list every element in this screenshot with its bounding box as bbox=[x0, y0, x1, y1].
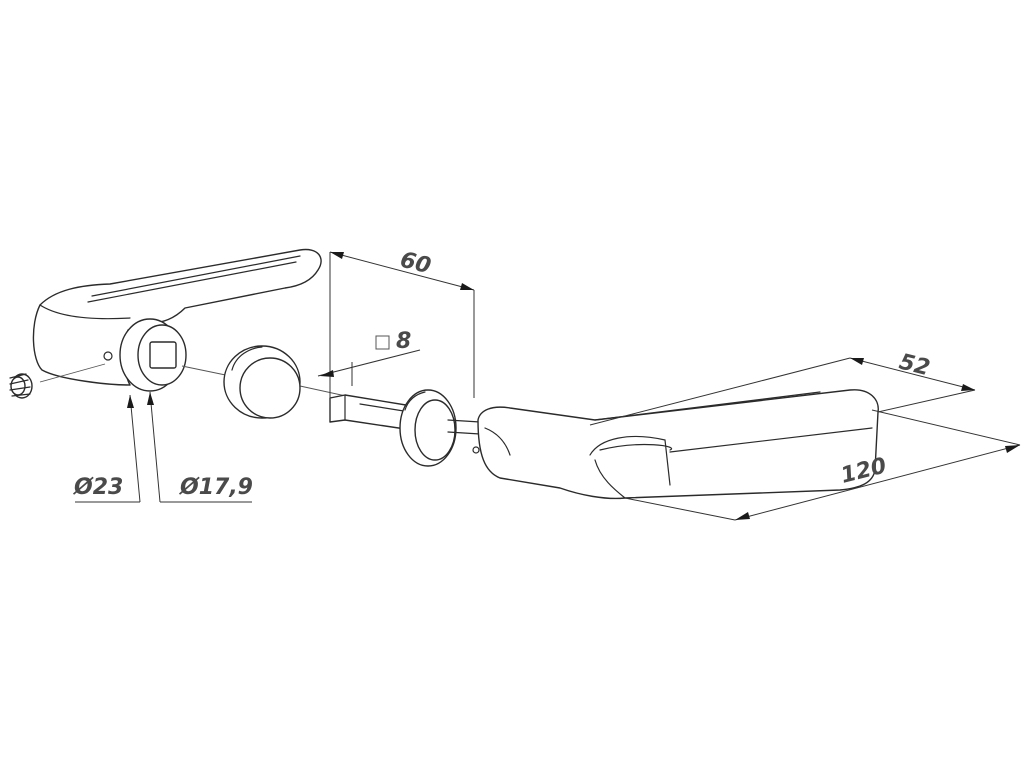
dimension-60 bbox=[329, 251, 475, 420]
left-rose-collar bbox=[223, 345, 301, 419]
dimension-label-52: 52 bbox=[897, 350, 933, 382]
dimension-diameter-17-9 bbox=[147, 391, 252, 503]
dimension-square-8 bbox=[317, 335, 421, 386]
dimension-label-8: 8 bbox=[396, 329, 411, 354]
right-lever-handle bbox=[472, 389, 879, 500]
set-screw bbox=[9, 373, 33, 399]
dimension-diameter-23 bbox=[75, 394, 141, 503]
left-lever-handle bbox=[32, 248, 322, 392]
dimension-label-diameter-17-9: Ø17,9 bbox=[178, 475, 253, 500]
dimension-label-diameter-23: Ø23 bbox=[72, 475, 123, 500]
dimension-52 bbox=[589, 357, 976, 426]
square-socket bbox=[149, 341, 177, 369]
dimension-120 bbox=[624, 409, 1021, 521]
dimension-label-60: 60 bbox=[398, 248, 434, 280]
right-rose-collar bbox=[399, 389, 457, 467]
square-symbol-icon bbox=[375, 335, 390, 350]
set-screw-hole bbox=[103, 351, 113, 361]
